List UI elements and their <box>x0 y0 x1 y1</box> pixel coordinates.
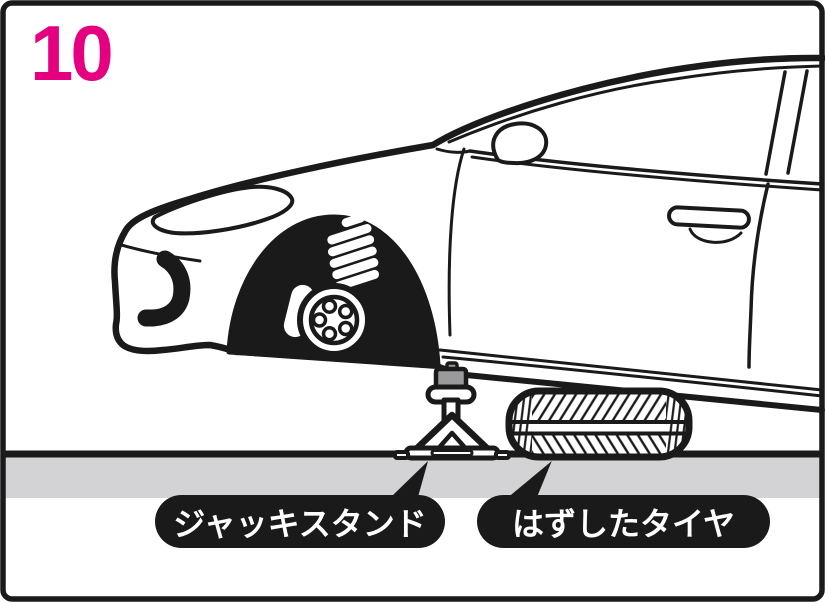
removed-tire-label-bubble: はずしたタイヤ <box>477 495 770 548</box>
front-intake <box>137 250 191 327</box>
jack-base-slot <box>430 449 474 457</box>
bolt-holes <box>311 298 354 342</box>
removed-tire <box>505 387 693 461</box>
step-number: 10 <box>30 9 114 97</box>
jack-foot-right <box>494 450 511 460</box>
car-body-outline <box>111 54 825 356</box>
headlight <box>150 184 295 236</box>
fender-seam <box>447 147 466 337</box>
window-top-line <box>447 64 824 144</box>
jack-stand-label-bubble: ジャッキスタンド <box>155 495 445 548</box>
jack-stand <box>393 361 511 461</box>
rocker-line-1 <box>438 348 824 392</box>
jack-foot-left <box>393 450 410 460</box>
jack-stand-label: ジャッキスタンド <box>173 505 427 542</box>
bumper-seam <box>116 242 202 263</box>
tire-tread-top <box>509 391 689 422</box>
tire-tread-bottom <box>509 433 689 457</box>
door-handle <box>667 205 751 244</box>
tire-outline <box>505 387 693 461</box>
rocker-line-2 <box>441 355 824 398</box>
car <box>111 54 825 413</box>
side-mirror <box>491 121 549 166</box>
door-seam <box>747 182 770 369</box>
a-pillar-line <box>435 147 472 154</box>
brake-hub <box>297 283 371 357</box>
b-pillar <box>764 69 809 176</box>
removed-tire-label: はずしたタイヤ <box>511 505 736 542</box>
